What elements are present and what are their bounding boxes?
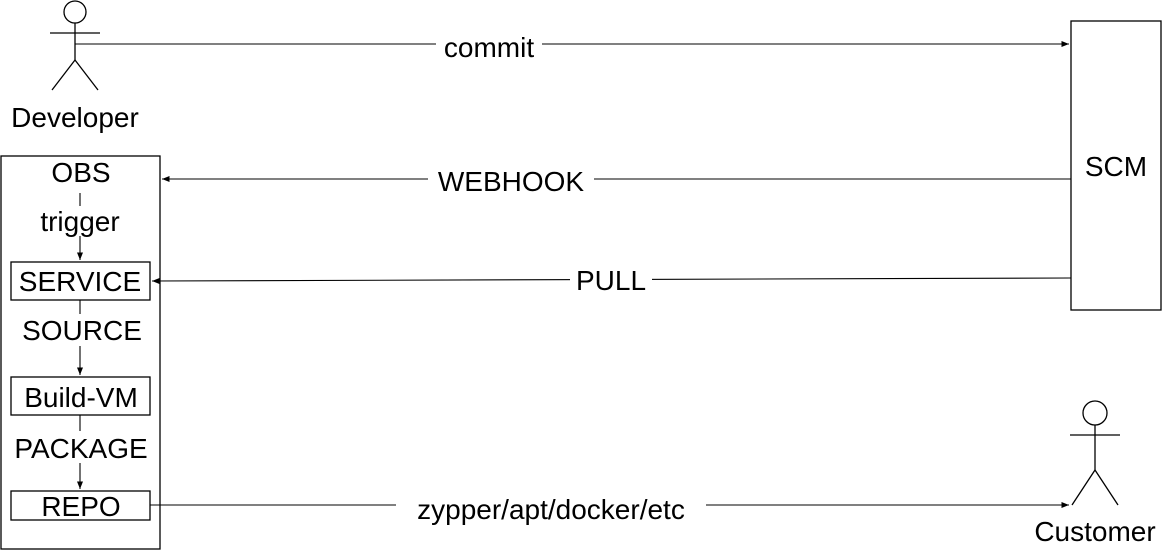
obs-label: OBS <box>51 157 110 188</box>
developer-leg-right <box>74 59 99 91</box>
package-label-bg <box>6 431 156 463</box>
trigger-label-bg <box>36 206 124 236</box>
developer-head <box>63 0 87 24</box>
scm-box <box>1070 20 1162 311</box>
pull-label-bg <box>570 265 652 295</box>
repo-label: REPO <box>41 491 120 522</box>
source-label-bg <box>12 314 150 346</box>
developer-leg-left <box>51 59 76 91</box>
customer-label: Customer <box>1034 516 1155 547</box>
build-vm-label: Build-VM <box>24 382 138 413</box>
webhook-label-bg <box>428 165 594 195</box>
webhook-label: WEBHOOK <box>438 166 585 197</box>
customer-actor <box>1070 400 1120 506</box>
customer-head <box>1082 400 1108 426</box>
customer-leg-left <box>1071 469 1096 506</box>
service-label: SERVICE <box>19 266 141 297</box>
developer-label: Developer <box>11 102 139 133</box>
developer-actor <box>50 0 100 91</box>
distribute-label: zypper/apt/docker/etc <box>417 494 685 525</box>
commit-label: commit <box>444 32 534 63</box>
customer-leg-right <box>1094 469 1119 506</box>
service-box <box>10 261 151 301</box>
commit-label-bg <box>436 31 542 61</box>
trigger-label: trigger <box>40 206 119 237</box>
package-label: PACKAGE <box>14 433 147 464</box>
repo-box <box>10 490 151 521</box>
source-label: SOURCE <box>22 315 142 346</box>
scm-label: SCM <box>1085 151 1147 182</box>
distribute-label-bg <box>396 491 706 523</box>
build-vm-box <box>10 376 151 416</box>
pull-label: PULL <box>576 265 646 296</box>
